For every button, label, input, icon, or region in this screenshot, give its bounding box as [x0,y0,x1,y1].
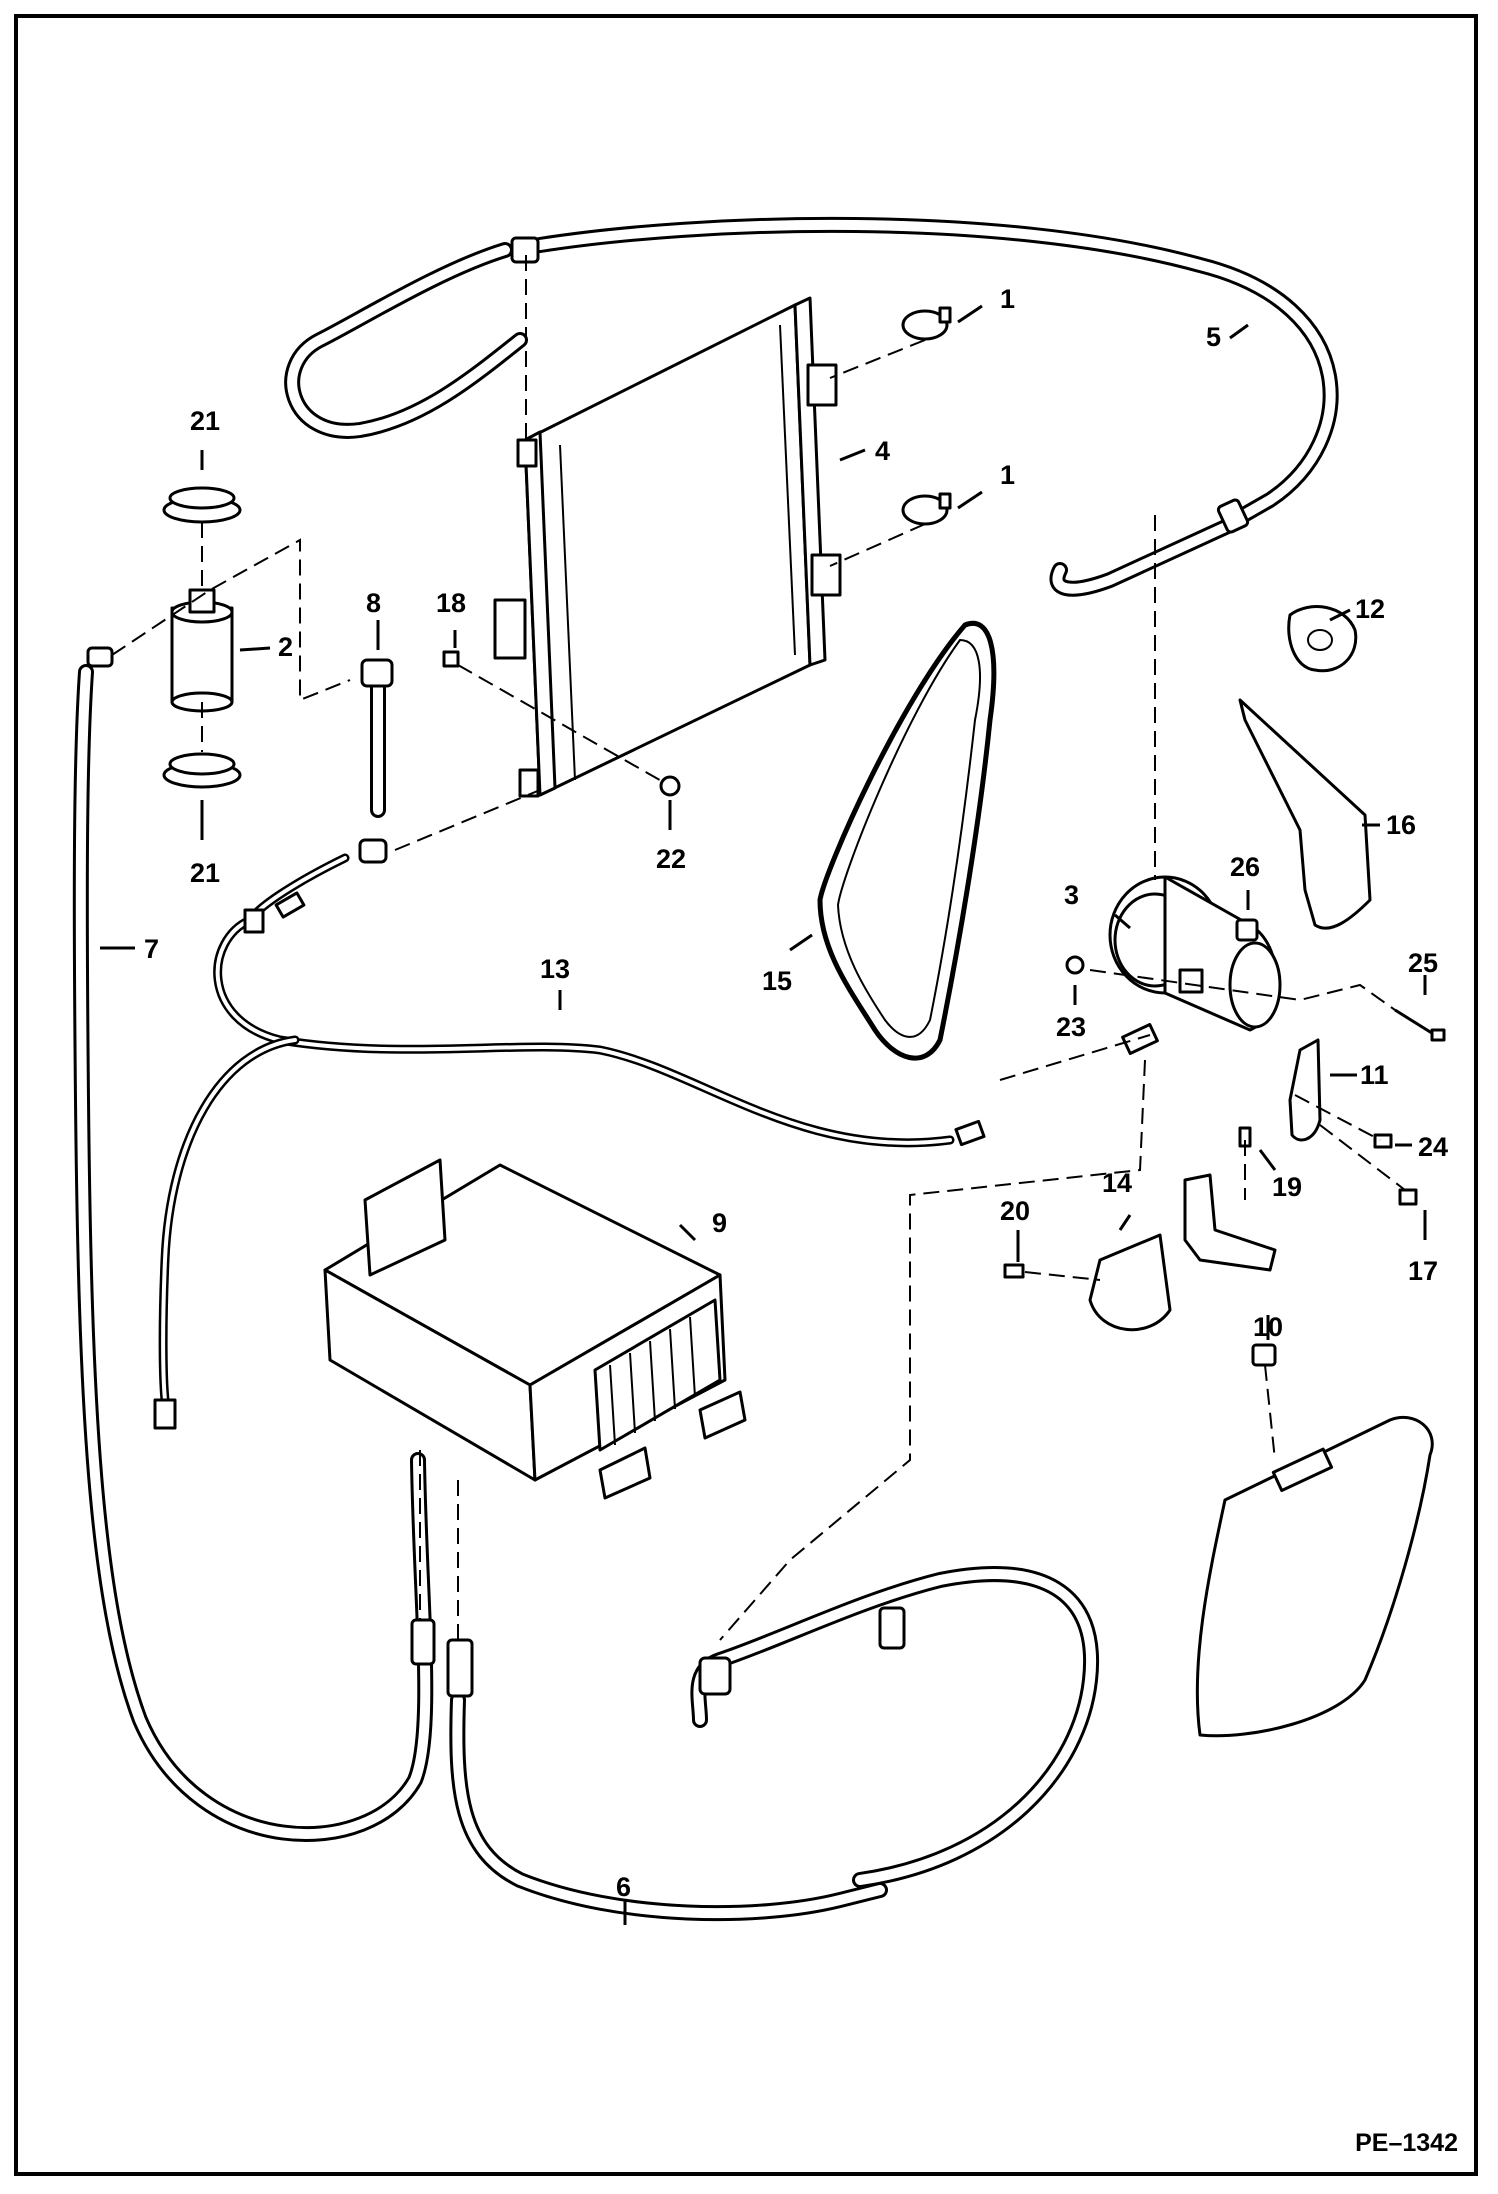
clamp-1-lower [901,492,952,526]
callout-24: 24 [1418,1132,1448,1162]
nut-23 [1065,955,1085,975]
callout-18: 18 [436,588,466,618]
cover-panel [1195,1415,1434,1738]
shield-12 [1287,605,1358,673]
nut-22 [659,775,681,797]
bolt-25 [1394,1008,1446,1042]
assembly-lines [111,255,1406,1641]
callout-5: 5 [1206,322,1221,352]
fastener-10 [1251,1343,1277,1367]
callout-11: 11 [1360,1060,1389,1090]
callout-8: 8 [366,588,381,618]
figure-code: PE–1342 [1355,2129,1458,2157]
receiver-drier [162,486,242,789]
callout-10: 10 [1253,1312,1283,1342]
leader-lines [100,304,1427,1925]
callout-22: 22 [656,844,686,874]
callout-1b: 1 [1000,460,1015,490]
callout-1a: 1 [1000,284,1015,314]
callout-14: 14 [1102,1168,1132,1198]
callout-23: 23 [1056,1012,1086,1042]
drive-belt [817,620,997,1061]
callout-3: 3 [1064,880,1079,910]
callout-6: 6 [616,1872,631,1902]
callout-9: 9 [712,1208,727,1238]
hose-7 [72,646,434,1843]
bracket-16 [1238,698,1372,930]
callout-15: 15 [762,966,792,996]
wire-harness-13 [153,853,986,1430]
callout-2: 2 [278,632,293,662]
bracket-11 [1288,1038,1322,1142]
callout-12: 12 [1355,594,1385,624]
bolt-20 [1003,1263,1025,1279]
callout-26: 26 [1230,852,1260,882]
hose-6 [410,1566,1100,1922]
callout-19: 19 [1272,1172,1302,1202]
condenser [493,296,842,798]
callout-4: 4 [875,436,890,466]
clamp-1-upper [901,306,952,341]
bolt-17 [1398,1188,1418,1206]
callout-21a: 21 [190,406,220,436]
hose-5 [284,216,1339,597]
callout-7: 7 [144,934,159,964]
nut-18 [442,650,460,668]
callout-13: 13 [540,954,570,984]
bracket-14 [1088,1173,1277,1332]
bolt-24 [1373,1133,1393,1149]
callout-25: 25 [1408,948,1438,978]
callout-21b: 21 [190,858,220,888]
callout-17: 17 [1408,1256,1438,1286]
callout-20: 20 [1000,1196,1030,1226]
spacer-26 [1235,918,1259,942]
callout-labels: 1 1 2 3 4 5 6 7 8 9 10 11 12 13 14 15 16… [144,284,1448,1902]
hvac-unit [323,1158,747,1500]
callout-16: 16 [1386,810,1416,840]
compressor [1108,875,1282,1055]
hose-8 [358,658,394,864]
